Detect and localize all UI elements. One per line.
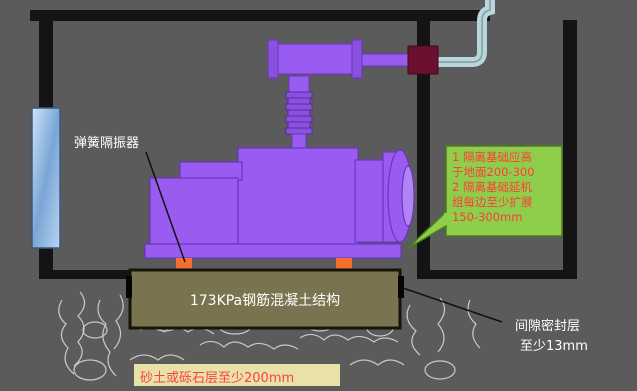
gap-seal-right (398, 276, 404, 298)
leader-lines (145, 151, 503, 323)
callout-line-5: 150-300mm (452, 210, 523, 224)
callout-line-1: 1 隔离基础应高 (452, 150, 532, 164)
gravel-layer-label: 砂土或砾石层至少200mm (140, 371, 295, 386)
exhaust-pipe (430, 0, 495, 67)
gap-seal-label-line2: 至少13mm (520, 339, 588, 354)
callout-text-block: 1 隔离基础应高 于地面200-300 2 隔离基础延机 组每边至少扩展 150… (452, 150, 535, 225)
callout-line-2: 于地面200-300 (452, 165, 535, 179)
gravel-label-box (134, 364, 340, 386)
callout-line-3: 2 隔离基础延机 (452, 180, 532, 194)
slab-label: 173KPa钢筋混凝土结构 (189, 293, 341, 309)
generator-set (144, 147, 415, 259)
spring-isolators (176, 258, 352, 270)
callout-bubble (407, 145, 563, 249)
spring-isolator-label: 弹簧隔振器 (74, 136, 140, 151)
flex-connector (285, 75, 313, 149)
gap-seal-left (126, 276, 132, 298)
gap-seal-label-line1: 间隙密封层 (515, 319, 581, 334)
concrete-slab (128, 268, 402, 330)
muffler (267, 39, 439, 79)
valve-box (407, 45, 439, 75)
window-glass (31, 107, 61, 249)
callout-line-4: 组每边至少扩展 (452, 195, 533, 209)
